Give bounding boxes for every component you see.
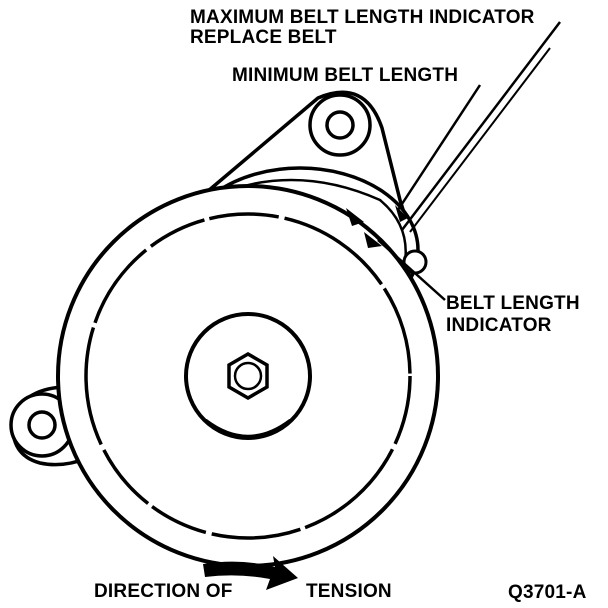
max-belt-label-line1: MAXIMUM BELT LENGTH INDICATOR bbox=[190, 7, 535, 28]
max-belt-label-line2: REPLACE BELT bbox=[190, 27, 337, 48]
belt-length-indicator-mark bbox=[364, 232, 382, 248]
figure-code: Q3701-A bbox=[508, 582, 587, 603]
upper-mount-hole bbox=[325, 110, 355, 140]
min-belt-length-mark bbox=[346, 208, 364, 226]
leader-max-belt bbox=[401, 21, 561, 231]
belt-indicator-label-line2: INDICATOR bbox=[446, 315, 552, 336]
tension-label: TENSION bbox=[306, 581, 392, 602]
center-nut bbox=[227, 351, 269, 401]
leader-belt-indicator bbox=[377, 239, 446, 301]
direction-of-label: DIRECTION OF bbox=[94, 581, 233, 602]
pulley-groove bbox=[84, 212, 412, 540]
min-belt-label: MINIMUM BELT LENGTH bbox=[232, 65, 459, 86]
leader-min-belt bbox=[396, 84, 482, 211]
leader-max-belt-2 bbox=[409, 47, 551, 233]
direction-arrow-icon bbox=[203, 556, 298, 590]
nut-washer bbox=[233, 361, 263, 391]
belt-indicator-label-line1: BELT LENGTH bbox=[446, 293, 580, 314]
lower-mount-hole bbox=[27, 410, 57, 440]
hub-shadow-arc bbox=[205, 419, 291, 438]
